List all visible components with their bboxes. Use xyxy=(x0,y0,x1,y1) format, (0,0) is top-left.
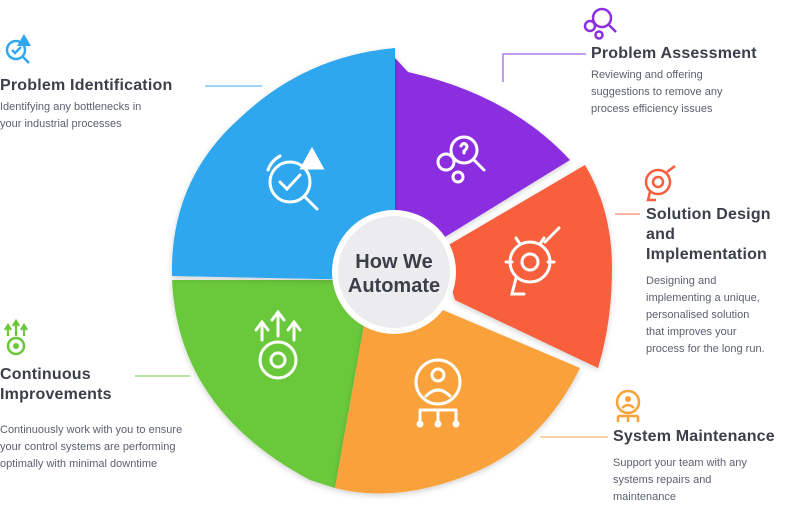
continuous-improvements-small-icon xyxy=(4,318,28,356)
problem-identification-icon xyxy=(266,146,325,211)
solution-design-description: Designing and implementing a unique, per… xyxy=(646,273,765,358)
solution-design-title: Solution Design and Implementation xyxy=(646,205,771,265)
title-line: and xyxy=(646,226,676,243)
problem-assessment-icon xyxy=(436,135,486,184)
description-line: optimally with minimal downtime xyxy=(0,458,158,470)
description-line: Identifying any bottlenecks in xyxy=(0,101,142,113)
title-line: Solution Design xyxy=(646,206,771,223)
continuous-improvements-description: Continuously work with you to ensure you… xyxy=(0,422,182,473)
description-line: process efficiency issues xyxy=(591,103,713,115)
description-line: process for the long run. xyxy=(646,343,765,355)
segment-problem-assessment xyxy=(395,58,570,240)
description-line: Support your team with any xyxy=(613,457,747,469)
solution-design-small-icon xyxy=(644,165,676,202)
center-title-line2: Automate xyxy=(348,275,440,297)
problem-assessment-description: Reviewing and offering suggestions to re… xyxy=(591,67,722,118)
description-line: that improves your xyxy=(646,326,737,338)
problem-identification-description: Identifying any bottlenecks in your indu… xyxy=(0,99,141,133)
segment-continuous-improvements xyxy=(172,280,372,488)
center-title-line1: How We xyxy=(355,251,432,273)
segment-solution-design xyxy=(440,165,612,368)
title-line: Improvements xyxy=(0,386,112,403)
description-line: Designing and xyxy=(646,275,717,287)
problem-assessment-small-icon xyxy=(583,7,617,40)
system-maintenance-description: Support your team with any systems repai… xyxy=(613,455,747,506)
problem-identification-title: Problem Identification xyxy=(0,77,173,94)
continuous-improvements-icon xyxy=(254,309,302,380)
description-line: maintenance xyxy=(613,491,676,503)
description-line: your industrial processes xyxy=(0,118,122,130)
description-line: implementing a unique, xyxy=(646,292,760,304)
continuous-improvements-title: Continuous Improvements xyxy=(0,365,112,405)
description-line: Reviewing and offering xyxy=(591,69,703,81)
solution-design-icon xyxy=(504,226,561,296)
problem-assessment-title: Problem Assessment xyxy=(591,45,757,62)
title-line: Continuous xyxy=(0,366,91,383)
system-maintenance-title: System Maintenance xyxy=(613,428,775,445)
description-line: personalised solution xyxy=(646,309,750,321)
description-line: systems repairs and xyxy=(613,474,712,486)
description-line: Continuously work with you to ensure xyxy=(0,424,183,436)
system-maintenance-small-icon xyxy=(615,389,641,422)
problem-identification-small-icon xyxy=(5,34,31,64)
title-line: Implementation xyxy=(646,246,768,263)
description-line: suggestions to remove any xyxy=(591,86,723,98)
system-maintenance-icon xyxy=(414,358,462,428)
description-line: your control systems are performing xyxy=(0,441,176,453)
